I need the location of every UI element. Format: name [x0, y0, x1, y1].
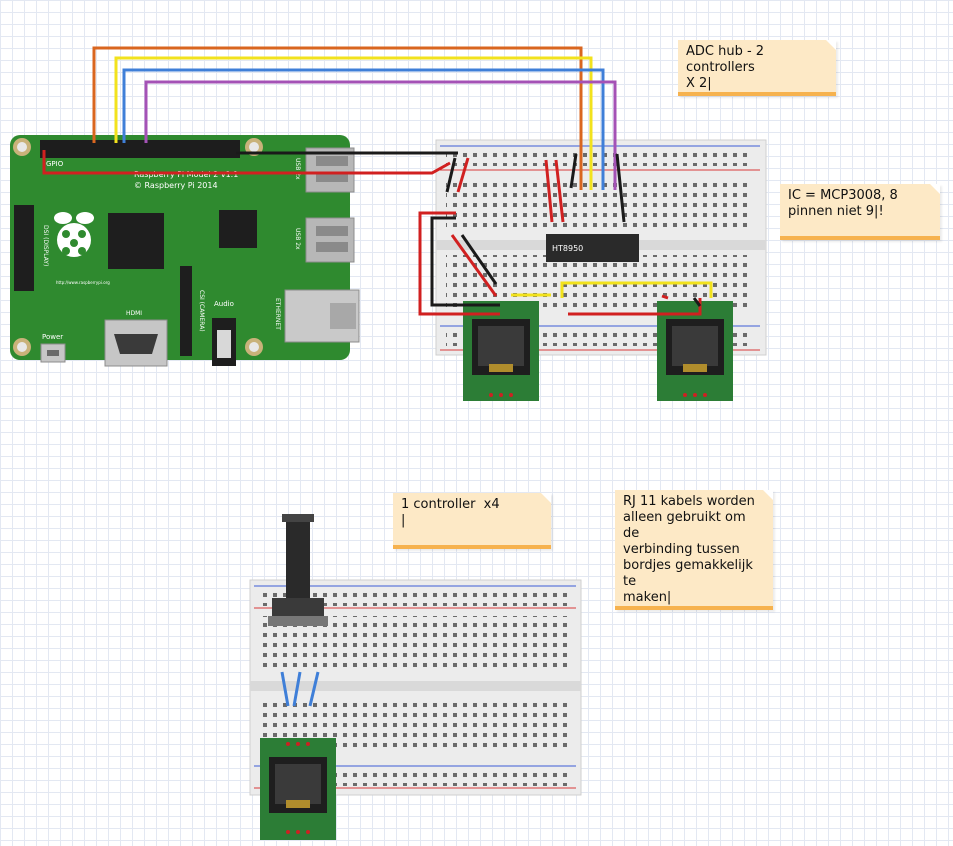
note-ic-info[interactable]: IC = MCP3008, 8 pinnen niet 9|! [780, 184, 940, 240]
note-rj11[interactable]: RJ 11 kabels worden alleen gebruikt om d… [615, 490, 773, 610]
raspberry-pi-board[interactable]: GPIO Raspberry Pi Model 2 v1.1 © Raspber… [10, 135, 360, 367]
usb-top-label: USB 2x [294, 158, 301, 180]
adc-chip-label: HT8950 [552, 244, 583, 253]
power-label: Power [42, 333, 63, 341]
wires-breadboard-top [418, 153, 713, 316]
soc-chip [108, 213, 164, 269]
dsi-label: DSI (DISPLAY) [42, 225, 49, 266]
lan-chip [219, 210, 257, 248]
pi-copyright-label: © Raspberry Pi 2014 [134, 181, 218, 190]
usb-port-top[interactable] [305, 147, 355, 193]
dsi-connector [14, 205, 34, 291]
note-adc-hub[interactable]: ADC hub - 2 controllers X 2| [678, 40, 836, 96]
rj11-module-bottom[interactable] [260, 738, 336, 840]
rj11-module-right[interactable] [657, 301, 733, 401]
usb-bottom-label: USB 2x [294, 228, 301, 250]
audio-jack[interactable] [212, 318, 236, 366]
csi-label: CSI (CAMERA) [198, 290, 205, 332]
adc-chip[interactable]: HT8950 [546, 234, 639, 262]
csi-connector [180, 266, 192, 356]
ethernet-port[interactable] [284, 289, 360, 343]
note-controller[interactable]: 1 controller x4 | [393, 493, 551, 549]
power-port[interactable] [40, 343, 66, 363]
audio-label: Audio [214, 300, 234, 308]
rj11-module-left[interactable] [463, 301, 539, 401]
gpio-label: GPIO [46, 160, 64, 168]
wires-breadboard-bottom [280, 671, 320, 707]
ethernet-label: ETHERNET [274, 298, 281, 330]
wires-gpio-to-breadboard [42, 46, 617, 190]
pi-url: http://www.raspberrypi.org [56, 280, 110, 285]
hdmi-label: HDMI [126, 310, 142, 317]
usb-port-bottom[interactable] [305, 217, 355, 263]
hdmi-port[interactable] [104, 319, 168, 367]
gpio-header[interactable] [40, 140, 240, 158]
potentiometer[interactable] [268, 514, 328, 626]
raspberry-logo-icon [54, 212, 94, 257]
